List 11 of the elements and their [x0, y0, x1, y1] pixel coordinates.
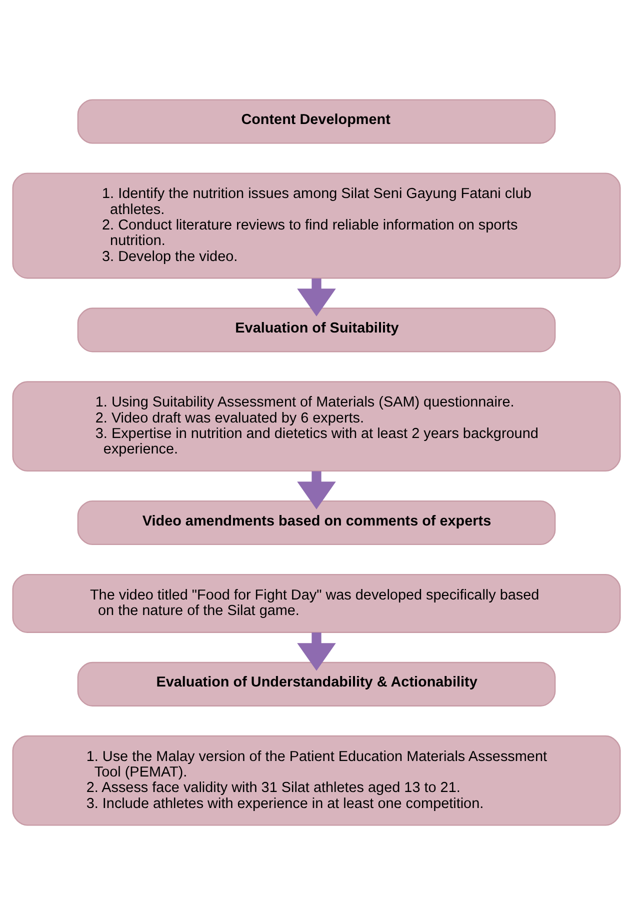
node-box: Evaluation of Understandability & Actionability [77, 661, 556, 706]
arrow [297, 278, 336, 316]
arrow [297, 470, 336, 509]
node-box: Evaluation of Suitability [77, 307, 556, 352]
arrow [297, 632, 336, 670]
node-box: 1. Identify the nutrition issues among Silat Seni Gayung Fatani club athletes. 2. Conduct literature reviews to find reliable information on sports nutrition. 3. Develop the video. [12, 172, 621, 278]
node-box: The video titled "Food for Fight Day" was developed specifically based on the nature of the Silat game. [12, 573, 621, 632]
node-box: Content Development [77, 98, 556, 144]
node-box: 1. Use the Malay version of the Patient Education Materials Assessment Tool (PEMAT). 2. Assess face validity with 31 Silat athletes aged 13 to 21. 3. Include athletes with experience in at least one competition. [12, 734, 621, 826]
node-box: 1. Using Suitability Assessment of Materials (SAM) questionnaire. 2. Video draft was evaluated by 6 experts. 3. Expertise in nutrition and dietetics with at least 2 years background experience. [12, 380, 621, 472]
node-box: Video amendments based on comments of experts [77, 500, 556, 545]
